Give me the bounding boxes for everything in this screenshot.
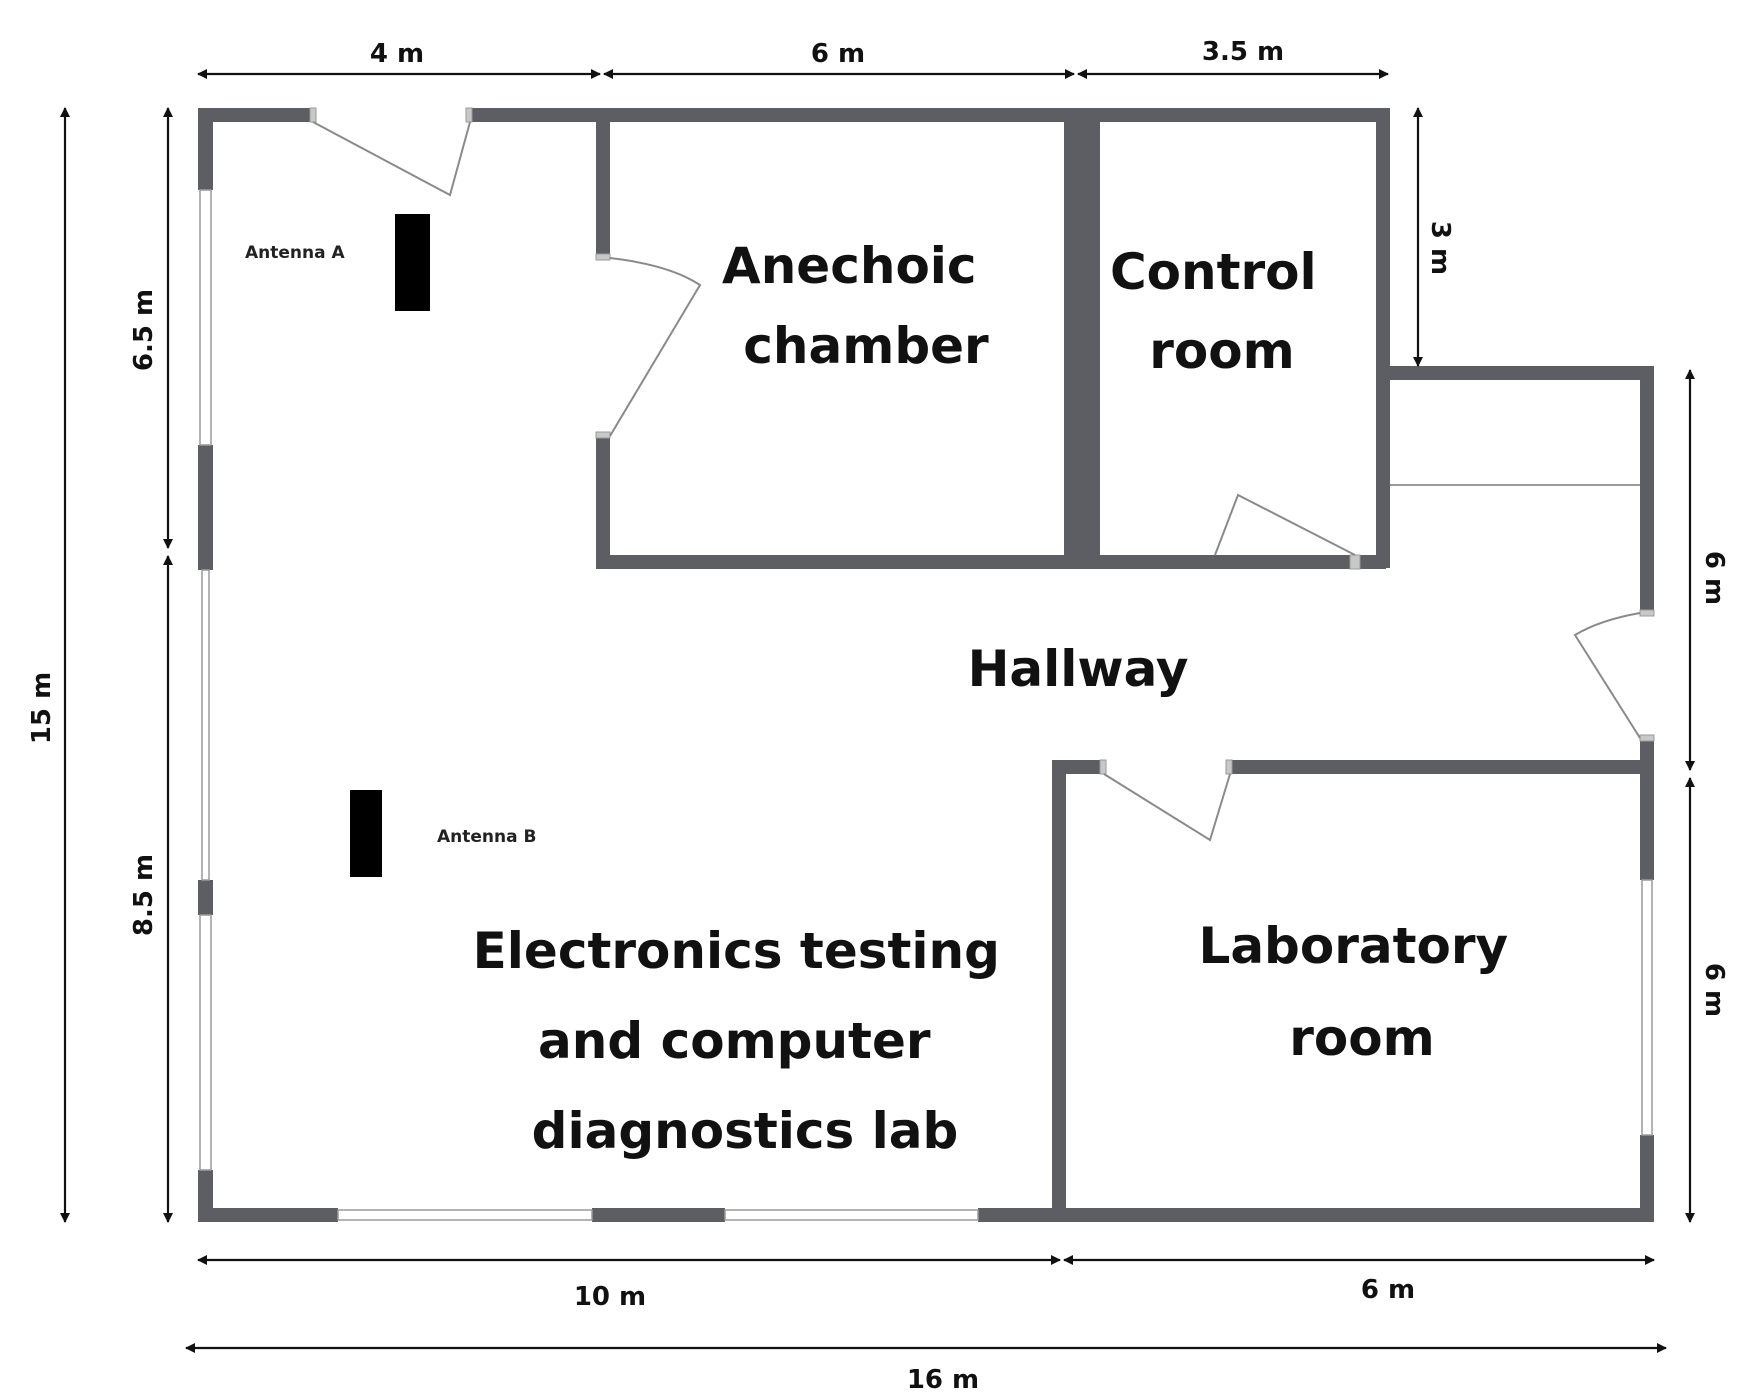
door-jamb <box>309 107 317 123</box>
hallway-door <box>1573 612 1641 739</box>
left-wall-low <box>198 880 213 915</box>
annex-top-wall <box>1376 366 1653 380</box>
dim-right-top: 3 m <box>1425 221 1455 275</box>
bottom-wall-3 <box>978 1208 1653 1222</box>
electronics-lab-label: Electronics testing and computer diagnos… <box>473 922 1018 1160</box>
control-right-wall <box>1376 108 1390 568</box>
control-room-door <box>1214 493 1356 556</box>
dim-right-low: 6 m <box>1699 963 1729 1017</box>
doors <box>309 107 1655 842</box>
walls <box>198 108 1654 1222</box>
anechoic-door <box>609 257 702 437</box>
laboratory-room-label: Laboratory room <box>1198 917 1525 1067</box>
right-wall-mid <box>1640 740 1654 880</box>
antenna-a-marker <box>395 214 430 311</box>
antenna-b-marker <box>350 790 382 877</box>
window-bottom-right <box>724 1209 979 1221</box>
window-bottom-left <box>337 1209 593 1221</box>
left-wall-mid <box>198 445 213 570</box>
entrance-door <box>312 121 471 197</box>
right-wall-bottom <box>1640 1135 1654 1222</box>
anechoic-bottom-wall <box>596 555 1386 569</box>
dim-top-left: 4 m <box>370 39 424 69</box>
antenna-a-label: Antenna A <box>245 243 346 263</box>
door-jamb <box>595 253 611 261</box>
window-left-lower <box>199 914 212 1171</box>
bottom-wall-2 <box>592 1208 725 1222</box>
top-wall-left <box>198 108 310 122</box>
antenna-b-label: Antenna B <box>437 827 536 847</box>
windows <box>199 189 1653 1221</box>
dim-right-mid: 6 m <box>1699 551 1729 605</box>
dim-top-mid: 6 m <box>811 39 865 69</box>
control-room-label: Control room <box>1110 243 1334 380</box>
dim-bottom-left: 10 m <box>574 1282 646 1312</box>
door-jamb <box>1099 759 1107 775</box>
dim-bottom-right: 6 m <box>1361 1275 1415 1305</box>
left-wall-top <box>198 108 213 190</box>
dim-left-total: 15 m <box>27 672 57 744</box>
right-wall-top <box>1640 366 1654 610</box>
door-jamb <box>595 431 611 439</box>
window-left-upper <box>199 189 212 446</box>
door-jamb <box>1639 734 1655 742</box>
door-jamb <box>1639 609 1655 617</box>
dim-bottom-total: 16 m <box>907 1365 979 1393</box>
dimension-lines <box>60 69 1695 1353</box>
dim-left-upper: 6.5 m <box>129 289 159 371</box>
top-wall-main <box>472 108 1390 122</box>
dim-left-lower: 8.5 m <box>129 854 159 936</box>
dim-top-right: 3.5 m <box>1202 37 1284 67</box>
door-jamb <box>465 107 473 123</box>
lab-left-wall <box>1052 760 1066 1222</box>
door-jamb <box>1225 759 1233 775</box>
bottom-wall-1 <box>198 1208 338 1222</box>
window-left-mid <box>201 569 210 881</box>
hallway-label: Hallway <box>968 640 1189 698</box>
anechoic-left-wall-top <box>596 108 610 254</box>
window-right <box>1641 879 1653 1136</box>
anechoic-chamber-label: Anechoic chamber <box>722 237 994 375</box>
lab-top-wall-right <box>1230 760 1654 774</box>
anechoic-control-divider <box>1064 108 1100 568</box>
laboratory-door <box>1103 773 1231 842</box>
door-jamb <box>1349 554 1361 570</box>
anechoic-left-wall-bottom <box>596 438 610 568</box>
